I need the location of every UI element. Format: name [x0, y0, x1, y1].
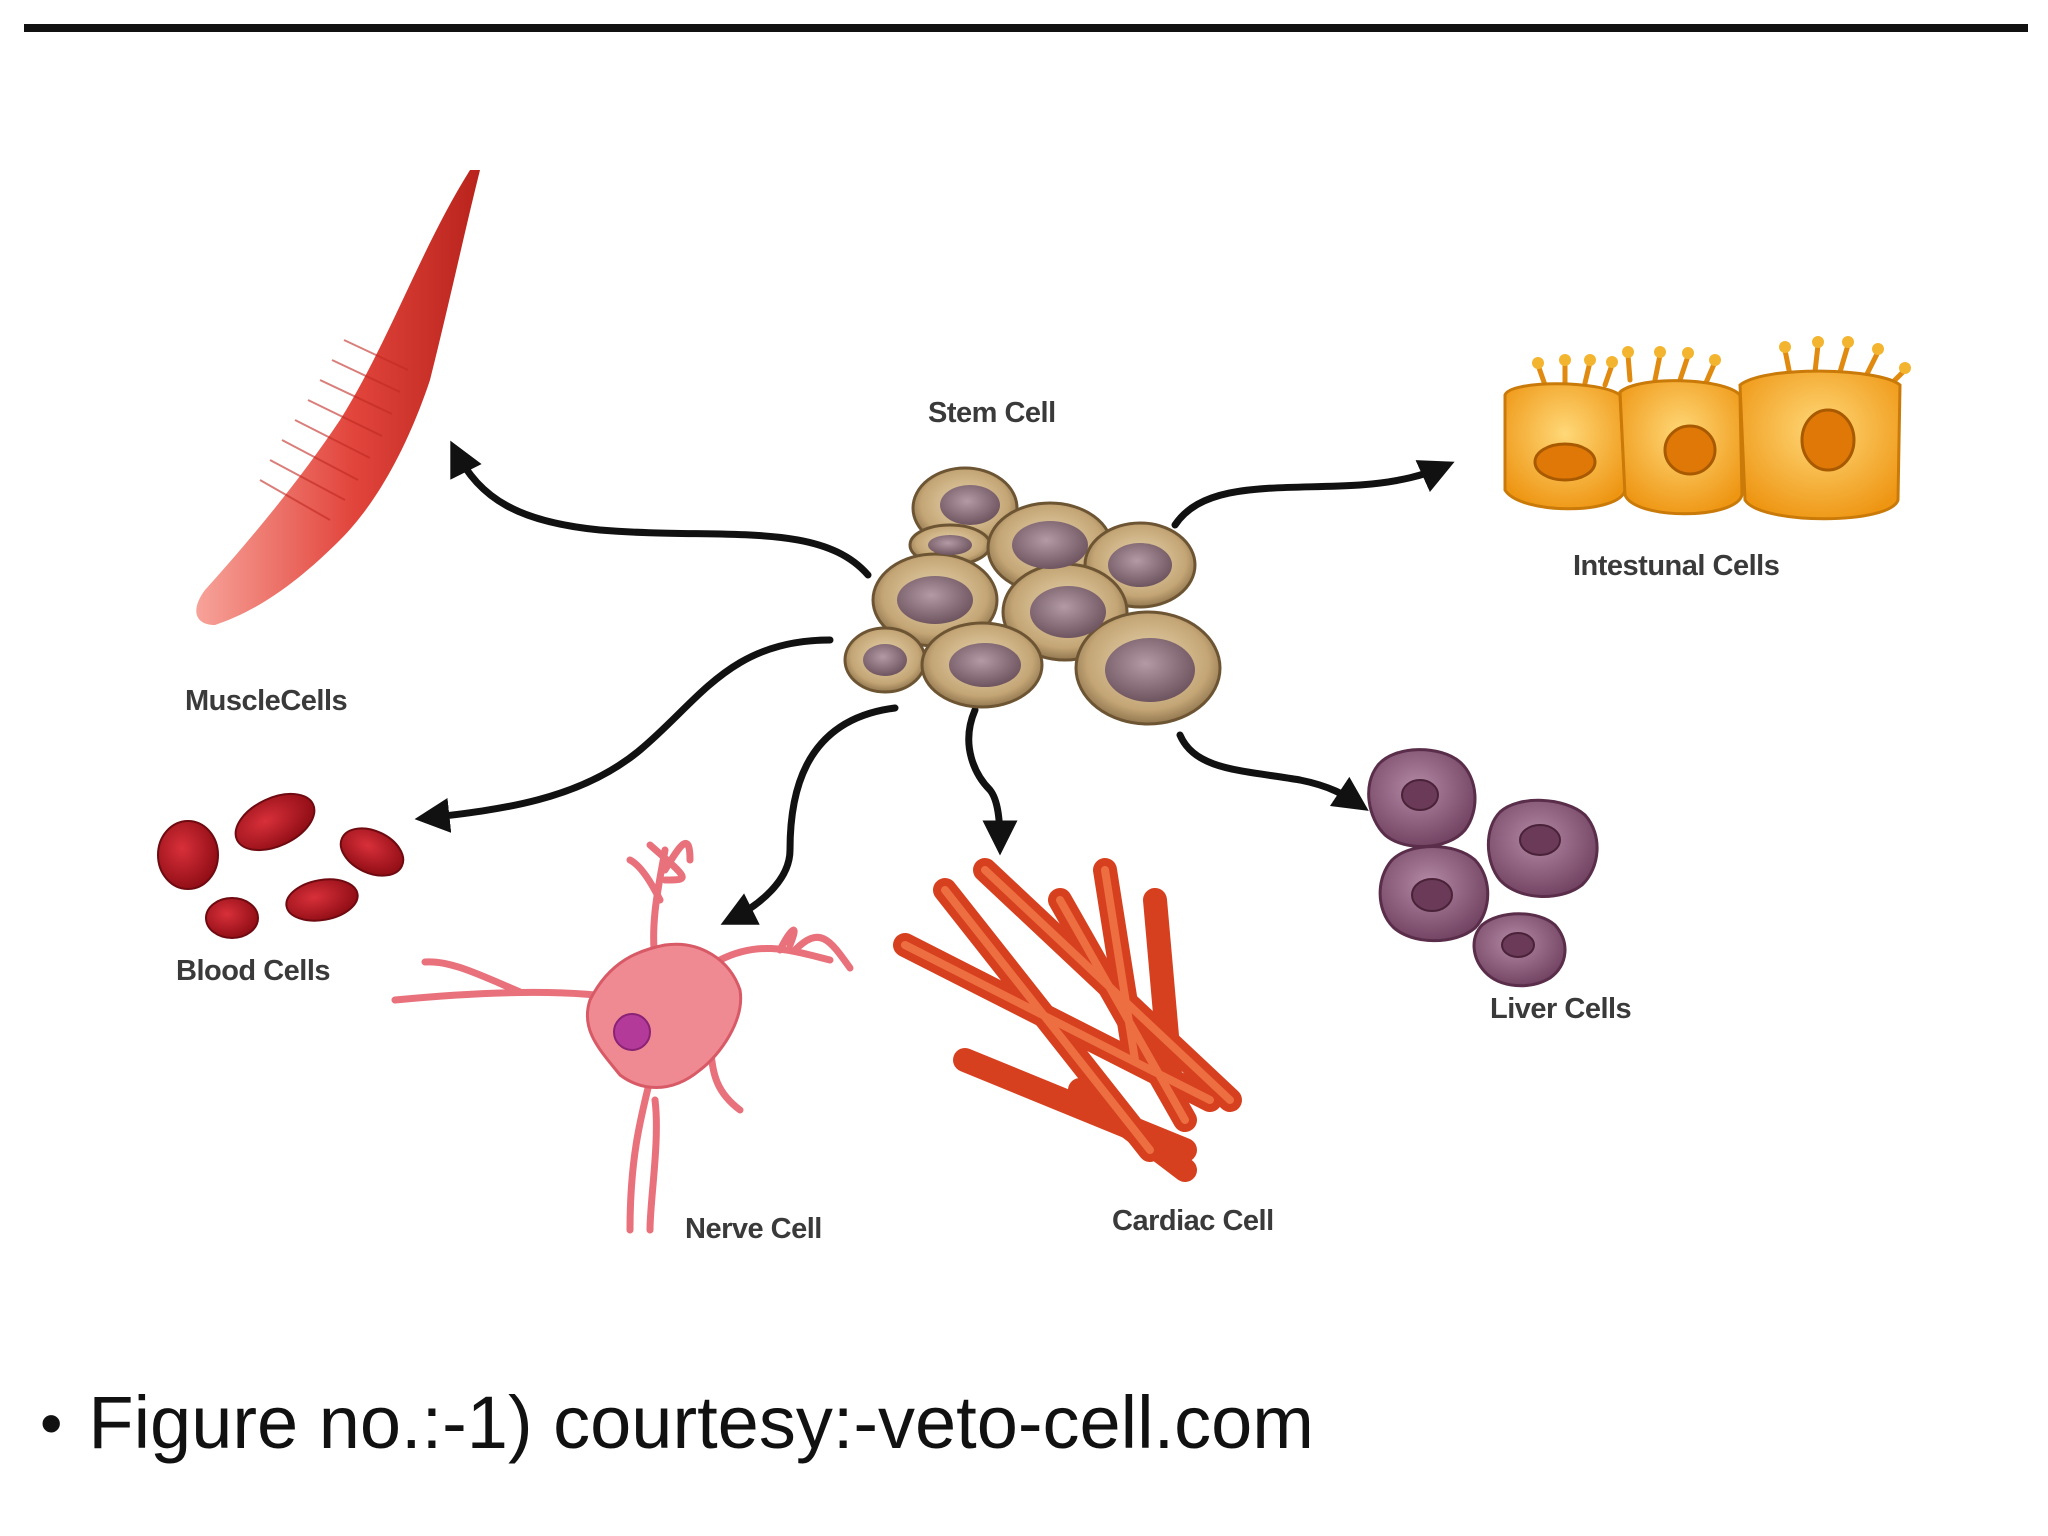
- label-intestinal-cells: Intestunal Cells: [1573, 550, 1779, 582]
- arrow-to-blood: [414, 636, 834, 833]
- top-rule: [24, 24, 2028, 32]
- arrow-to-muscle: [450, 440, 872, 579]
- label-stem-cell: Stem Cell: [928, 397, 1056, 429]
- arrow-to-liver: [1176, 731, 1369, 811]
- arrow-to-nerve: [720, 704, 899, 925]
- label-liver-cells: Liver Cells: [1490, 993, 1631, 1025]
- label-muscle-cells: MuscleCells: [185, 685, 347, 717]
- figure-caption: • Figure no.:-1) courtesy:-veto-cell.com: [40, 1380, 1314, 1465]
- caption-bullet: •: [40, 1386, 63, 1459]
- cardiac-cell-illustration: [893, 858, 1242, 1182]
- blood-cells-illustration: [157, 792, 405, 939]
- nerve-cell-illustration: [391, 840, 854, 1234]
- arrows: [414, 440, 1455, 925]
- liver-cells-illustration: [1367, 748, 1599, 988]
- label-cardiac-cell: Cardiac Cell: [1112, 1205, 1274, 1237]
- muscle-cells-illustration: [196, 170, 481, 625]
- arrow-to-intestinal: [1171, 460, 1455, 529]
- caption-text: Figure no.:-1) courtesy:-veto-cell.com: [88, 1381, 1314, 1464]
- label-blood-cells: Blood Cells: [176, 955, 330, 987]
- label-nerve-cell: Nerve Cell: [685, 1213, 822, 1245]
- intestinal-cells-illustration: [1503, 336, 1911, 521]
- arrow-to-cardiac: [965, 706, 1018, 856]
- stem-cell-cluster: [843, 466, 1222, 726]
